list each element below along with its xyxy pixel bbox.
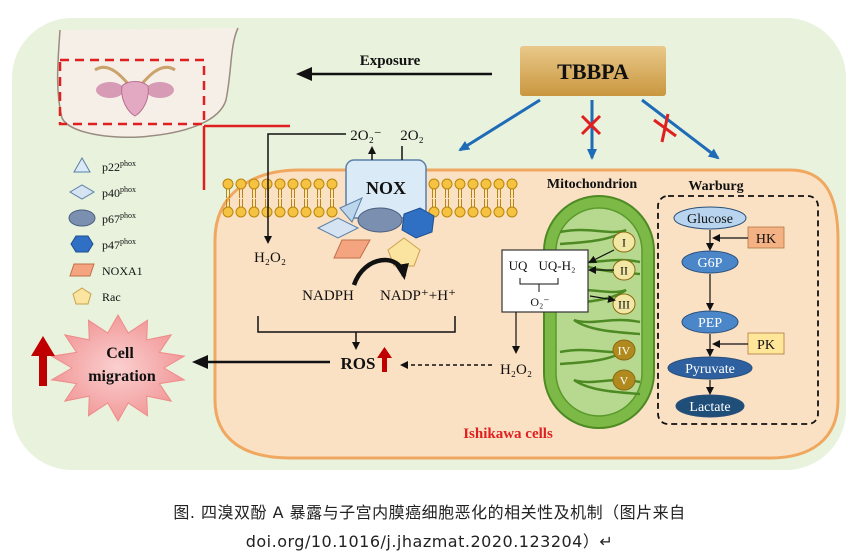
- figure-caption-line2: doi.org/10.1016/j.jhazmat.2020.123204）↵: [245, 532, 614, 551]
- enzyme-label: PK: [757, 338, 775, 353]
- tbbpa-to-warburg-arrow: [641, 98, 720, 160]
- legend-label: p67phox: [102, 211, 136, 226]
- legend-label: NOXA1: [102, 264, 143, 278]
- tbbpa-to-nox-arrow: [458, 98, 541, 152]
- tbbpa-box: TBBPA: [520, 46, 666, 96]
- nadph-label: NADPH: [302, 288, 354, 304]
- metabolite-glucose: Glucose: [673, 206, 747, 230]
- complex-label: I: [622, 236, 626, 250]
- p47-shape-icon: [70, 235, 94, 253]
- p22-shape-icon: [73, 156, 91, 173]
- legend-label: p47phox: [102, 237, 136, 252]
- pk-enzyme: PK: [747, 332, 785, 355]
- legend-item-p67: p67phox: [68, 209, 136, 227]
- p47-subunit: [401, 207, 435, 239]
- migration-up-arrow: [31, 336, 55, 386]
- mitochondrion-label: Mitochondrion: [547, 177, 637, 192]
- ros-up-arrow: [377, 347, 392, 372]
- metabolite-label: Glucose: [687, 212, 733, 227]
- metabolite-label: Pyruvate: [685, 362, 735, 377]
- uqh2-label: UQ-H₂: [538, 258, 575, 273]
- complex-iii: III: [612, 293, 636, 315]
- inhibit-mark-mito: [580, 114, 602, 136]
- p40-subunit: [316, 217, 360, 239]
- warburg-box: [657, 195, 819, 425]
- superoxide-left: 2O₂⁻: [350, 128, 381, 144]
- complex-i-to-uq-arrow: [588, 249, 615, 263]
- ubiquinone-box: UQ UQ-H₂ O₂⁻: [501, 249, 589, 313]
- legend-label: p22phox: [102, 159, 136, 174]
- h2o2-mito: H₂O₂: [500, 362, 532, 378]
- ishikawa-cell: [213, 168, 840, 460]
- complex-i: I: [612, 231, 636, 253]
- inhibit-mark-warburg: [653, 113, 677, 143]
- cell-migration-line1: Cell: [106, 345, 134, 362]
- superoxide-to-h2o2-arrow: [264, 133, 346, 244]
- p67-subunit: [357, 207, 403, 233]
- cell-migration-star: Cell migration: [50, 313, 186, 423]
- superoxide-right: 2O₂: [400, 128, 424, 144]
- ros-label: ROS: [341, 354, 376, 373]
- metabolite-pyruvate: Pyruvate: [667, 356, 753, 380]
- cell-membrane: [222, 178, 518, 218]
- legend-item-p40: p40phox: [69, 184, 136, 200]
- rac-shape-icon: [72, 287, 92, 305]
- tbbpa-label: TBBPA: [557, 59, 629, 84]
- hk-enzyme: HK: [747, 226, 785, 249]
- complex-label: III: [618, 298, 630, 312]
- warburg-label: Warburg: [688, 179, 743, 194]
- o2-minus-label: O₂⁻: [530, 295, 549, 309]
- p67-shape-icon: [68, 209, 96, 227]
- complex-v: V: [612, 369, 636, 391]
- legend-label: Rac: [102, 290, 121, 304]
- p22-subunit: [339, 197, 363, 223]
- nox-label: NOX: [366, 178, 406, 198]
- uterus-illustration: [56, 27, 290, 190]
- legend-item-p22: p22phox: [73, 156, 136, 174]
- metabolite-label: Lactate: [689, 400, 730, 415]
- complex-label: II: [620, 264, 628, 278]
- enzyme-label: HK: [756, 232, 776, 247]
- uq-label: UQ: [509, 258, 528, 273]
- h2o2-left: H₂O₂: [254, 250, 286, 266]
- complex-label: IV: [618, 344, 631, 358]
- legend-label: p40phox: [102, 185, 136, 200]
- noxa1-subunit: [333, 239, 371, 259]
- mechanism-diagram: Exposure TBBPA NOX 2O₂⁻ 2O₂ H₂O₂ NADPH N…: [12, 18, 846, 470]
- ishikawa-cells-label: Ishikawa cells: [463, 426, 553, 442]
- exposure-label: Exposure: [360, 53, 421, 69]
- legend-item-noxa1: NOXA1: [69, 263, 143, 278]
- cell-migration-line2: migration: [88, 368, 156, 385]
- legend-item-rac: Rac: [72, 287, 121, 305]
- complex-iv: IV: [612, 339, 636, 361]
- metabolite-g6p: G6P: [681, 250, 739, 274]
- nadph-curved-arrow: [351, 257, 409, 286]
- nox-complex: NOX: [316, 159, 435, 267]
- metabolite-label: PEP: [698, 316, 722, 331]
- uq-to-complex-iii-arrow: [589, 295, 616, 303]
- p40-shape-icon: [69, 184, 95, 200]
- metabolite-label: G6P: [698, 256, 723, 271]
- metabolite-pep: PEP: [681, 310, 739, 334]
- figure-caption-line1: 图. 四溴双酚 A 暴露与子宫内膜癌细胞恶化的相关性及机制（图片来自: [173, 503, 686, 522]
- metabolite-lactate: Lactate: [675, 394, 745, 418]
- legend-item-p47: p47phox: [70, 235, 136, 253]
- noxa1-shape-icon: [69, 263, 95, 277]
- complex-label: V: [620, 374, 629, 388]
- complex-ii: II: [612, 259, 636, 281]
- nadp-label: NADP⁺+H⁺: [380, 288, 456, 304]
